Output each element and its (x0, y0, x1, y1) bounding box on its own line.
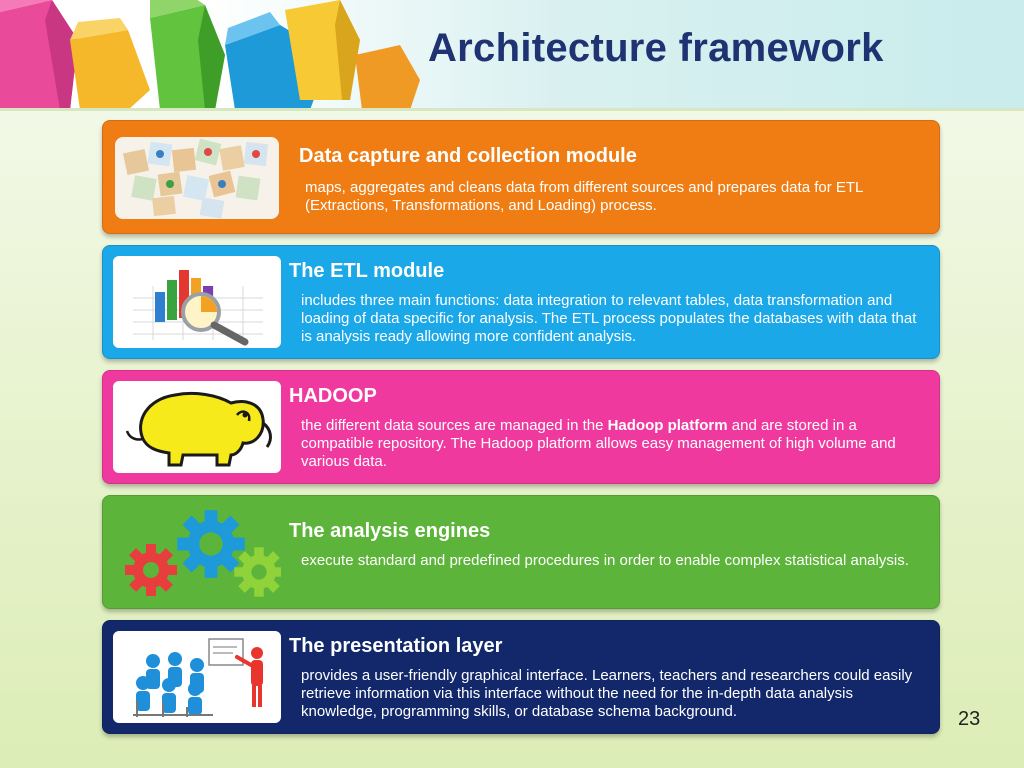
gears-icon (125, 510, 281, 597)
slide-header: Architecture framework (0, 0, 1024, 110)
puzzle-tiles-icon (115, 137, 279, 219)
module-description: execute standard and predefined procedur… (301, 552, 909, 569)
presentation-figures-image (113, 631, 281, 723)
page-title: Architecture framework (428, 26, 884, 70)
module-description-part: and are stored in a compatible repositor… (301, 417, 896, 470)
gears-image (113, 506, 281, 598)
module-panel-hadoop: HADOOP the different data sources are ma… (102, 370, 940, 484)
hadoop-elephant-image (113, 381, 281, 473)
presentation-figures-icon (133, 638, 263, 717)
header-divider (0, 108, 1024, 111)
module-panel-presentation: The presentation layer provides a user-f… (102, 620, 940, 734)
chart-magnifier-icon (133, 270, 263, 346)
module-heading: The ETL module (289, 260, 445, 282)
puzzle-tiles-image (113, 131, 281, 223)
module-description: provides a user-friendly graphical inter… (301, 667, 913, 720)
module-heading: Data capture and collection module (299, 145, 637, 167)
chart-magnifier-image (113, 256, 281, 348)
page-number: 23 (958, 708, 981, 730)
module-panel-etl: The ETL module includes three main funct… (102, 245, 940, 359)
decorative-cubes-icon (0, 0, 420, 110)
module-description-part: the different data sources are managed i… (301, 417, 608, 434)
module-heading: HADOOP (289, 385, 377, 407)
module-description: maps, aggregates and cleans data from di… (305, 179, 863, 214)
module-heading: The analysis engines (289, 520, 491, 542)
module-description-bold: Hadoop platform (607, 417, 728, 434)
module-description: includes three main functions: data inte… (301, 292, 917, 345)
module-panel-analysis: The analysis engines execute standard an… (102, 495, 940, 609)
module-description: the different data sources are managed i… (301, 417, 931, 471)
module-panel-data-capture: Data capture and collection module maps,… (102, 120, 940, 234)
module-heading: The presentation layer (289, 635, 503, 657)
elephant-icon (125, 391, 272, 467)
